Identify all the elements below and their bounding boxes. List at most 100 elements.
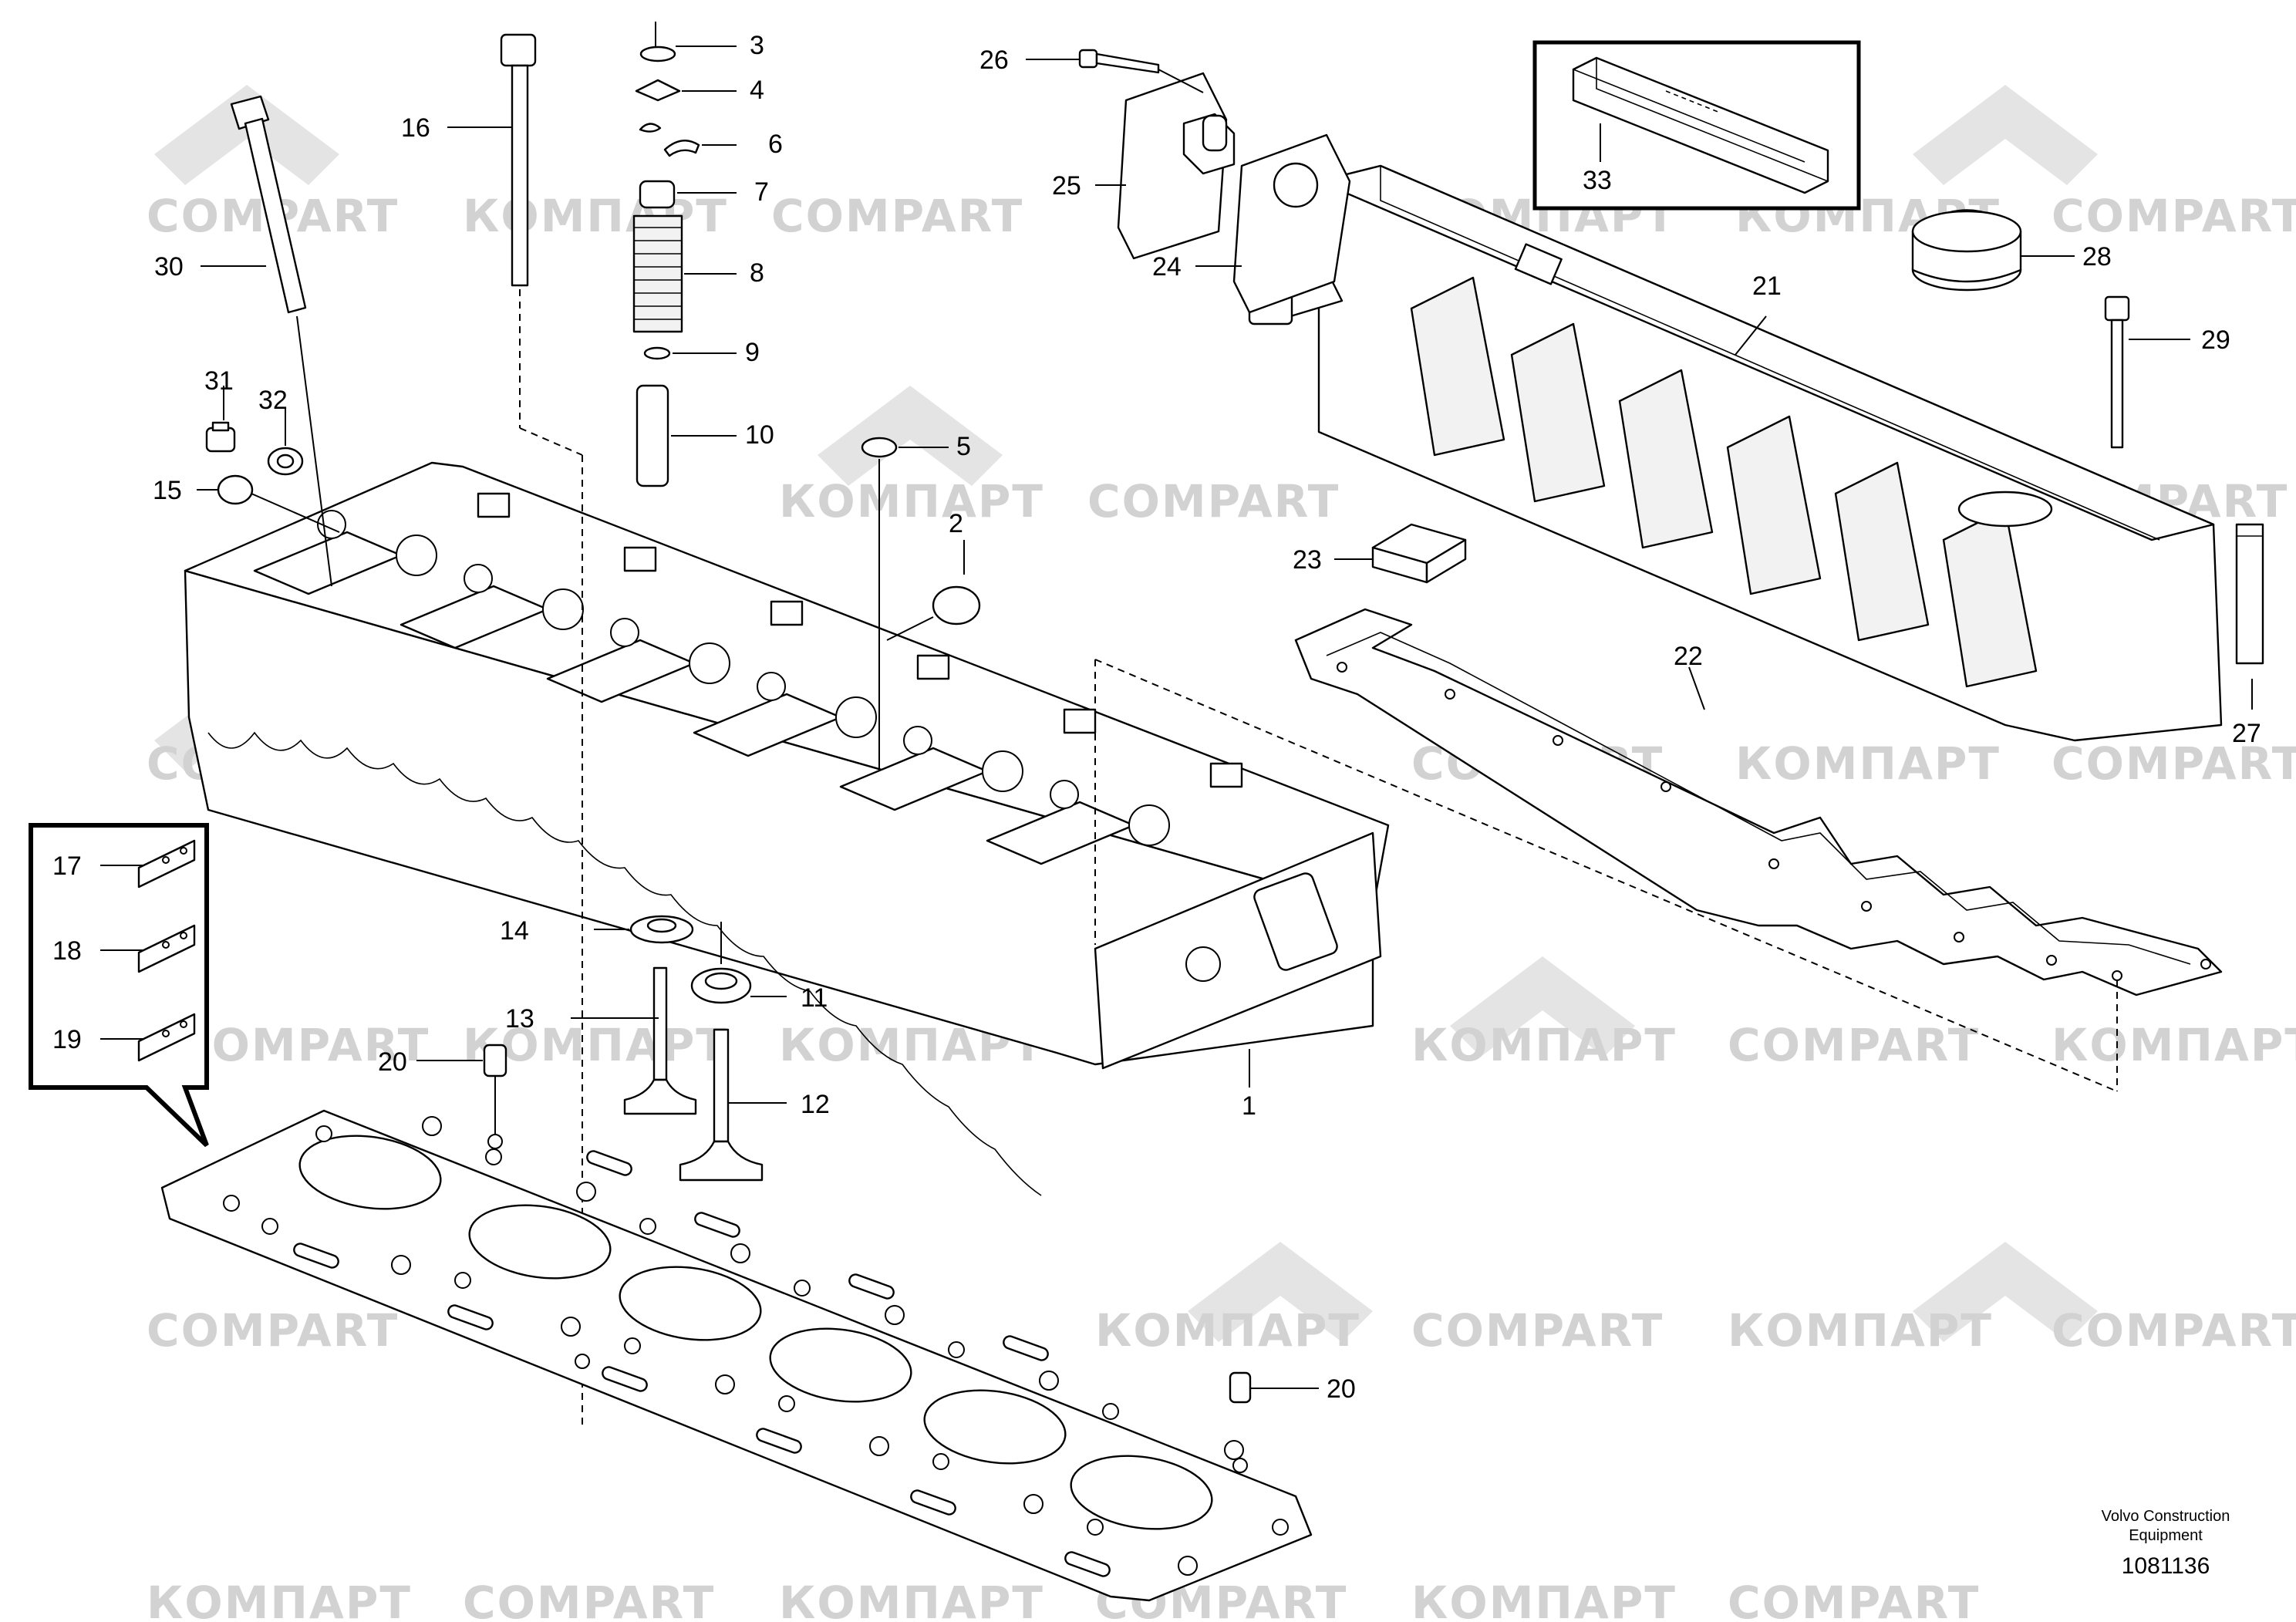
callout-26: 26 xyxy=(979,46,1009,75)
plug-part31 xyxy=(205,421,236,453)
plate-part24 xyxy=(1232,133,1351,314)
gasket-slots xyxy=(293,1150,1111,1577)
valve-cover-gasket xyxy=(1294,608,2223,996)
callout-22: 22 xyxy=(1674,642,1703,671)
callout-20: 20 xyxy=(378,1047,407,1077)
screw-part26 xyxy=(1078,49,1160,74)
head-bolt-part30 xyxy=(230,95,307,314)
watermark-text: КОМПАРТ xyxy=(779,1576,1044,1622)
callout-24: 24 xyxy=(1152,252,1182,282)
callout-33: 33 xyxy=(1583,166,1612,195)
watermark-text: COMPART xyxy=(1087,475,1340,528)
callout-4: 4 xyxy=(750,76,764,105)
callout-12: 12 xyxy=(801,1090,830,1119)
head-bolt-part16 xyxy=(500,33,537,287)
intake-valve-part12 xyxy=(679,1028,764,1182)
callout-2: 2 xyxy=(949,509,963,538)
callout-5: 5 xyxy=(956,432,971,461)
oil-filler-cap-part28 xyxy=(1911,209,2022,292)
callout-17: 17 xyxy=(52,851,82,881)
callout-14: 14 xyxy=(500,916,529,946)
watermark-text: КОМПАРТ xyxy=(463,190,728,242)
callout-27: 27 xyxy=(2232,719,2261,748)
valve-spring-assembly xyxy=(632,22,981,771)
callout-leaders xyxy=(100,46,2253,1389)
callout-28: 28 xyxy=(2082,242,2112,271)
watermark-text: КОМПАРТ xyxy=(1095,1304,1360,1357)
valve-guide-part10 xyxy=(636,384,669,487)
watermark-text: COMPART xyxy=(2052,737,2296,790)
cover-gasket-holes xyxy=(1337,662,2211,981)
callout-3: 3 xyxy=(750,31,764,60)
drawing-number: 1081136 xyxy=(2122,1553,2210,1579)
callout-18: 18 xyxy=(52,936,82,966)
callout-23: 23 xyxy=(1293,545,1322,575)
flange-part25 xyxy=(1117,72,1236,260)
watermark-text: COMPART xyxy=(177,1019,430,1071)
cylinder-head-bolts xyxy=(205,33,583,1427)
callout-13: 13 xyxy=(505,1004,534,1034)
publisher-credit-line2: Equipment xyxy=(2129,1527,2203,1544)
callout-21: 21 xyxy=(1752,271,1782,301)
valve-cover-accessories xyxy=(1078,40,2264,665)
watermark-text: КОМПАРТ xyxy=(2052,1019,2296,1071)
cover-bolt-part29 xyxy=(2104,295,2130,449)
watermark-row-6: КОМПАРТ COMPART КОМПАРТ COMPART КОМПАРТ … xyxy=(147,1576,1980,1622)
watermark-text: COMPART xyxy=(771,190,1023,242)
valve-seat-part11 xyxy=(690,967,752,1004)
callout-8: 8 xyxy=(750,258,764,288)
callout-29: 29 xyxy=(2201,325,2230,355)
watermark-text: COMPART xyxy=(147,1304,399,1357)
callout-16: 16 xyxy=(401,113,430,143)
watermark-text: COMPART xyxy=(2052,1304,2296,1357)
drawing-footer: Volvo Construction Equipment 1081136 xyxy=(2102,1508,2230,1579)
callout-31: 31 xyxy=(204,366,234,396)
seal-strip-part27 xyxy=(2235,523,2264,665)
valve-cap-part3 xyxy=(639,46,676,62)
gasket-holes xyxy=(223,1116,1289,1576)
valves-and-seals xyxy=(483,915,1252,1404)
cylinder-head-gasket xyxy=(160,1109,1313,1602)
spring-seat-part9 xyxy=(643,346,671,360)
valve-collet-part6 xyxy=(639,123,662,133)
callout-32: 32 xyxy=(258,386,288,415)
gasket-layers-inset xyxy=(29,823,209,1148)
watermark-text: КОМПАРТ xyxy=(779,475,1044,528)
watermark-text: КОМПАРТ xyxy=(1728,1304,1993,1357)
bracket-part23 xyxy=(1371,523,1467,584)
cylinder-head xyxy=(184,461,1390,1196)
filler-opening xyxy=(1957,491,2053,528)
watermark-text: COMPART xyxy=(1411,1304,1664,1357)
callout-15: 15 xyxy=(153,476,182,505)
watermark-text: COMPART xyxy=(1728,1019,1980,1071)
watermark-text: КОМПАРТ xyxy=(147,1576,412,1622)
watermark-text: COMPART xyxy=(2052,190,2296,242)
callout-30: 30 xyxy=(154,252,184,282)
exhaust-valve-part13 xyxy=(623,966,697,1115)
callout-labels: 3 4 6 7 8 9 10 5 2 16 30 31 32 15 17 18 … xyxy=(52,31,2261,1404)
head-pockets xyxy=(253,492,1243,865)
callout-6: 6 xyxy=(768,130,783,159)
callout-25: 25 xyxy=(1052,171,1081,201)
watermark-text: КОМПАРТ xyxy=(1411,1576,1677,1622)
spring-retainer-part7 xyxy=(639,180,676,209)
watermark-row-5: COMPART КОМПАРТ COMPART КОМПАРТ COMPART xyxy=(147,1304,2296,1357)
callout-19: 19 xyxy=(52,1025,82,1054)
dowel-sleeve-part20a xyxy=(483,1044,507,1077)
valve-spring-part8 xyxy=(632,214,683,333)
callout-7: 7 xyxy=(754,177,769,207)
core-plug-part2 xyxy=(932,585,981,626)
watermark-text: COMPART xyxy=(1728,1576,1980,1622)
dowel-sleeve-part20b xyxy=(1229,1371,1252,1404)
plug-part15 xyxy=(217,474,254,505)
seal-inset-part33 xyxy=(1532,40,1861,211)
washer-part32 xyxy=(267,447,304,476)
watermark-text: КОМПАРТ xyxy=(1735,737,2001,790)
callout-10: 10 xyxy=(745,420,774,450)
publisher-credit-line1: Volvo Construction xyxy=(2102,1508,2230,1525)
callout-1: 1 xyxy=(1242,1091,1256,1121)
valve-seal-part14 xyxy=(629,915,694,944)
callout-9: 9 xyxy=(745,338,760,367)
plug-part5 xyxy=(861,437,898,458)
